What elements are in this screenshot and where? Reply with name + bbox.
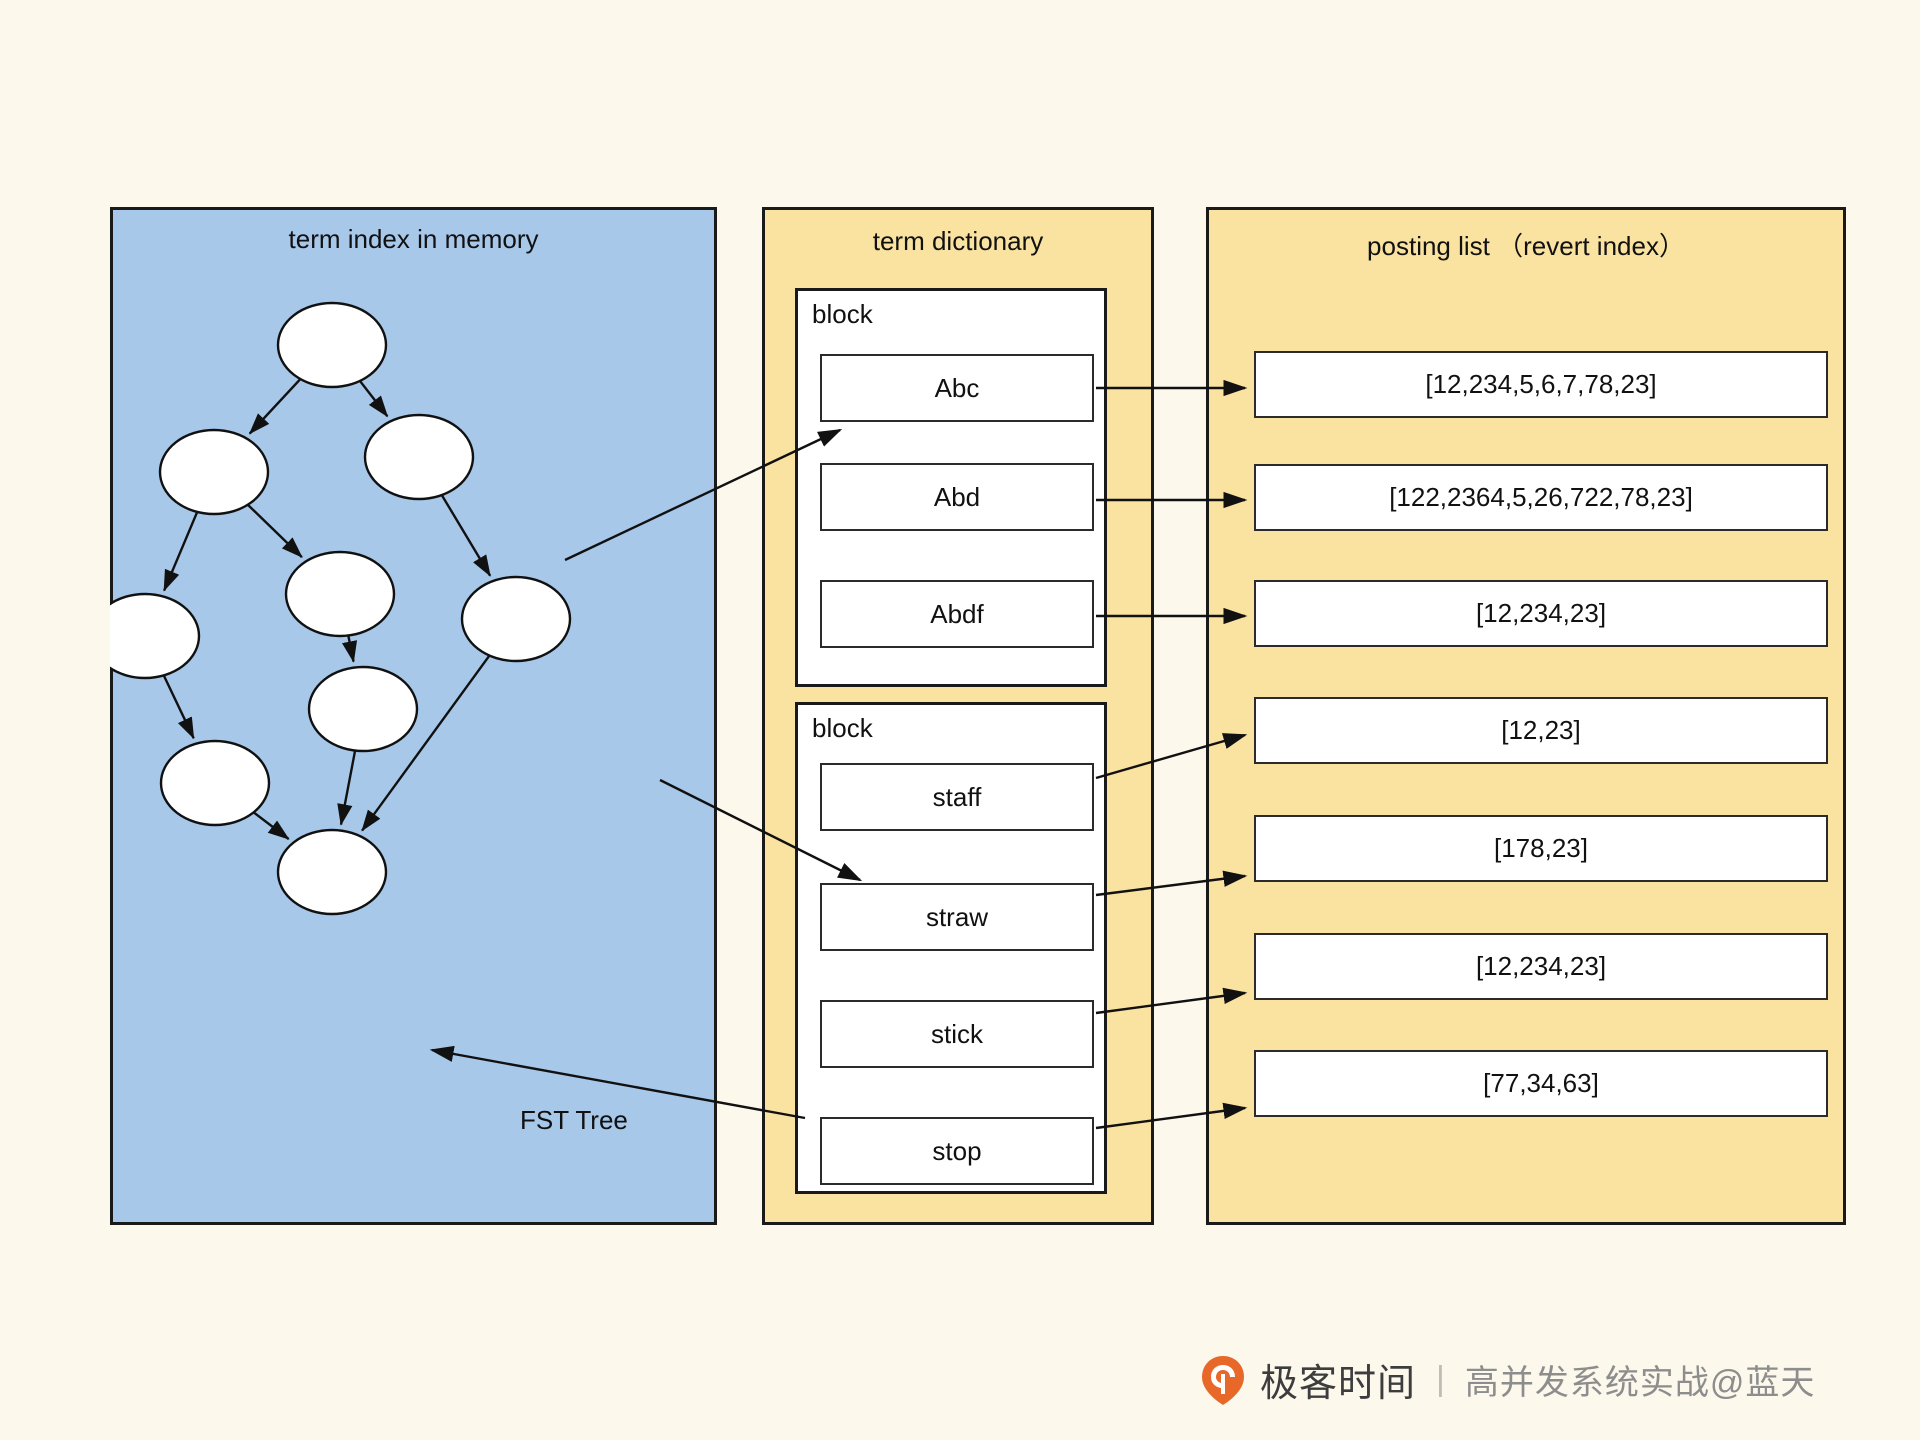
term-item[interactable]: Abd (820, 463, 1094, 531)
posting-row[interactable]: [12,234,23] (1254, 933, 1828, 1000)
fst-node[interactable] (363, 413, 475, 501)
fst-node[interactable] (159, 739, 271, 827)
term-item[interactable]: stop (820, 1117, 1094, 1185)
fst-edge (248, 378, 302, 435)
panel-title-term-index: term index in memory (288, 224, 539, 254)
panel-title-term-dictionary: term dictionary (872, 226, 1044, 256)
term-item[interactable]: Abc (820, 354, 1094, 422)
posting-row[interactable]: [12,234,5,6,7,78,23] (1254, 351, 1828, 418)
panel-posting-list: posting list （revert index） [12,234,5,6,… (1206, 207, 1846, 1225)
posting-row[interactable]: [178,23] (1254, 815, 1828, 882)
watermark: 极客时间 | 高并发系统实战@蓝天 (1200, 1352, 1815, 1407)
fst-edge (341, 635, 358, 663)
fst-node[interactable] (307, 665, 419, 753)
fst-edge (358, 380, 389, 418)
fst-edge (162, 674, 195, 740)
fst-node[interactable] (276, 301, 388, 389)
posting-row[interactable]: [12,23] (1254, 697, 1828, 764)
fst-node[interactable] (276, 828, 388, 916)
block-label: block (812, 713, 873, 743)
fst-edge (252, 811, 290, 840)
watermark-brand: 极客时间 (1260, 1363, 1417, 1405)
panel-title-posting-list: posting list （revert index） (1367, 231, 1685, 261)
fst-node[interactable] (460, 575, 572, 663)
fst-edge (361, 654, 491, 832)
posting-row[interactable]: [12,234,23] (1254, 580, 1828, 647)
posting-row[interactable]: [77,34,63] (1254, 1050, 1828, 1117)
term-item[interactable]: staff (820, 763, 1094, 831)
dictionary-block-2: block staff straw stick stop (795, 702, 1107, 1194)
panel-term-dictionary: term dictionary block Abc Abd Abdf block… (762, 207, 1154, 1225)
fst-node[interactable] (110, 592, 201, 680)
watermark-subtitle: 高并发系统实战@蓝天 (1464, 1364, 1816, 1402)
term-item[interactable]: stick (820, 1000, 1094, 1068)
term-item[interactable]: Abdf (820, 580, 1094, 648)
fst-edge (163, 511, 199, 592)
posting-row[interactable]: [122,2364,5,26,722,78,23] (1254, 464, 1828, 531)
dictionary-block-1: block Abc Abd Abdf (795, 288, 1107, 687)
fst-edge (246, 503, 303, 558)
fst-edge (440, 494, 492, 577)
block-label: block (812, 299, 873, 329)
fst-tree-graph (110, 301, 572, 916)
fst-node[interactable] (158, 428, 270, 516)
fst-tree-caption: FST Tree (520, 1105, 628, 1135)
fst-edge (337, 750, 357, 826)
fst-node[interactable] (284, 550, 396, 638)
watermark-separator: | (1436, 1360, 1445, 1398)
geekbang-logo-icon (1202, 1355, 1244, 1405)
term-item[interactable]: straw (820, 883, 1094, 951)
